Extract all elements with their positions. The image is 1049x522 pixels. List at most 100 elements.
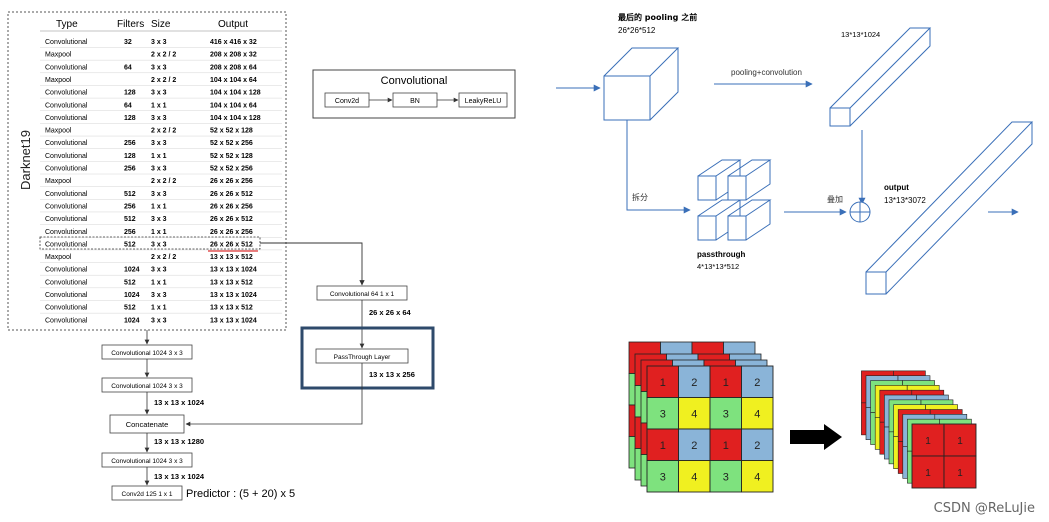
cell-type: Convolutional	[45, 140, 88, 147]
cell-size: 2 x 2 / 2	[151, 178, 176, 185]
darknet-title: Darknet19	[18, 130, 33, 190]
grid-cell-fill	[741, 397, 774, 430]
cell-size: 3 x 3	[151, 166, 167, 173]
grid-cell: 3	[646, 397, 679, 430]
output-cell-fill	[911, 455, 945, 489]
passthrough-title: passthrough	[697, 250, 746, 259]
cell-size: 1 x 1	[151, 229, 167, 236]
cell-type: Convolutional	[45, 203, 88, 210]
cell-size: 3 x 3	[151, 115, 167, 122]
cell-filters: 256	[124, 166, 136, 173]
cell-size: 3 x 3	[151, 317, 167, 324]
illustration-labels: 最后的 pooling 之前 26*26*512 13*13*1024 pool…	[618, 12, 926, 271]
output-title: output	[884, 183, 909, 192]
cell-type: Convolutional	[45, 39, 88, 46]
cell-size: 3 x 3	[151, 267, 167, 274]
cell-filters: 1024	[124, 317, 140, 324]
legend-bn: BN	[410, 98, 420, 105]
passthrough-illustration	[556, 27, 1034, 295]
output-cell: 1	[911, 423, 945, 457]
output-cell-label: 1	[925, 468, 931, 479]
cell-output: 26 x 26 x 512	[210, 216, 253, 223]
darknet-frame	[7, 11, 287, 331]
transform-arrow-icon	[790, 424, 842, 450]
cell-filters: 512	[124, 279, 136, 286]
cell-output: 104 x 104 x 64	[210, 102, 257, 109]
grid-cell-label: 3	[660, 471, 666, 483]
cell-output: 26 x 26 x 256	[210, 203, 253, 210]
concatenate-label: Concatenate	[126, 420, 169, 429]
grid-cell-label: 3	[723, 471, 729, 483]
cell-type: Maxpool	[45, 254, 72, 261]
grid-cell-label: 2	[691, 377, 697, 389]
cell-filters: 1024	[124, 292, 140, 299]
grid-cell: 1	[646, 428, 679, 461]
cell-filters: 256	[124, 140, 136, 147]
convolutional-legend: Convolutional Conv2d BN LeakyReLU	[312, 69, 516, 119]
head-dim3: 13 x 13 x 1024	[154, 472, 205, 481]
cell-filters: 64	[124, 102, 132, 109]
cell-type: Convolutional	[45, 229, 88, 236]
cell-size: 1 x 1	[151, 153, 167, 160]
cell-output: 104 x 104 x 64	[210, 77, 257, 84]
grid-cell-label: 1	[660, 377, 666, 389]
grid-cell-label: 3	[723, 408, 729, 420]
cell-type: Convolutional	[45, 191, 88, 198]
watermark: CSDN @ReLuJie	[933, 501, 1035, 516]
cell-filters: 256	[124, 229, 136, 236]
cell-output: 13 x 13 x 1024	[210, 292, 257, 299]
pool-label: pooling+convolution	[731, 68, 802, 77]
cell-output: 26 x 26 x 512	[210, 241, 253, 248]
cell-size: 3 x 3	[151, 140, 167, 147]
head-dim1: 13 x 13 x 1024	[154, 398, 205, 407]
cell-type: Convolutional	[45, 292, 88, 299]
branch-dim1: 26 x 26 x 64	[369, 308, 412, 317]
cell-size: 3 x 3	[151, 292, 167, 299]
grid-cell-label: 1	[723, 440, 729, 452]
pool-dim: 13*13*1024	[841, 30, 880, 39]
darknet19-table: Darknet19 Type Filters Size Output Convo…	[7, 11, 287, 331]
cell-size: 2 x 2 / 2	[151, 52, 176, 59]
final-conv: Conv2d 125 1 x 1	[122, 491, 173, 498]
cell-filters: 128	[124, 115, 136, 122]
passthrough-branch: Convolutional 64 1 x 1 26 x 26 x 64 Pass…	[185, 285, 435, 427]
cell-output: 104 x 104 x 128	[210, 115, 261, 122]
grid-cell-fill	[678, 428, 711, 461]
cell-size: 2 x 2 / 2	[151, 77, 176, 84]
cell-output: 208 x 208 x 64	[210, 64, 257, 71]
table-row: Convolutional 128 3 x 3 104 x 104 x 128	[40, 115, 282, 124]
branch-to-concat-arrow	[185, 363, 363, 427]
output-dim: 13*13*3072	[884, 196, 926, 205]
grid-cell-fill	[646, 397, 679, 430]
cell-type: Convolutional	[45, 115, 88, 122]
grid-cell: 2	[741, 428, 774, 461]
grid-cell-label: 1	[660, 440, 666, 452]
grid-cell: 3	[646, 460, 679, 493]
final-conv-box	[111, 485, 183, 501]
row-to-branch-arrow	[260, 242, 365, 286]
head-conv1: Convolutional 1024 3 x 3	[111, 350, 183, 357]
cell-output: 26 x 26 x 256	[210, 178, 253, 185]
grid-cell: 4	[678, 460, 711, 493]
header-filters: Filters	[117, 19, 144, 30]
grid-cell-fill	[741, 460, 774, 493]
output-cell-label: 1	[957, 436, 963, 447]
predictor-label: Predictor : (5 + 20) x 5	[186, 488, 295, 500]
grid-cell: 3	[709, 397, 742, 430]
grid-cell-label: 2	[754, 377, 760, 389]
cell-type: Convolutional	[45, 267, 88, 274]
